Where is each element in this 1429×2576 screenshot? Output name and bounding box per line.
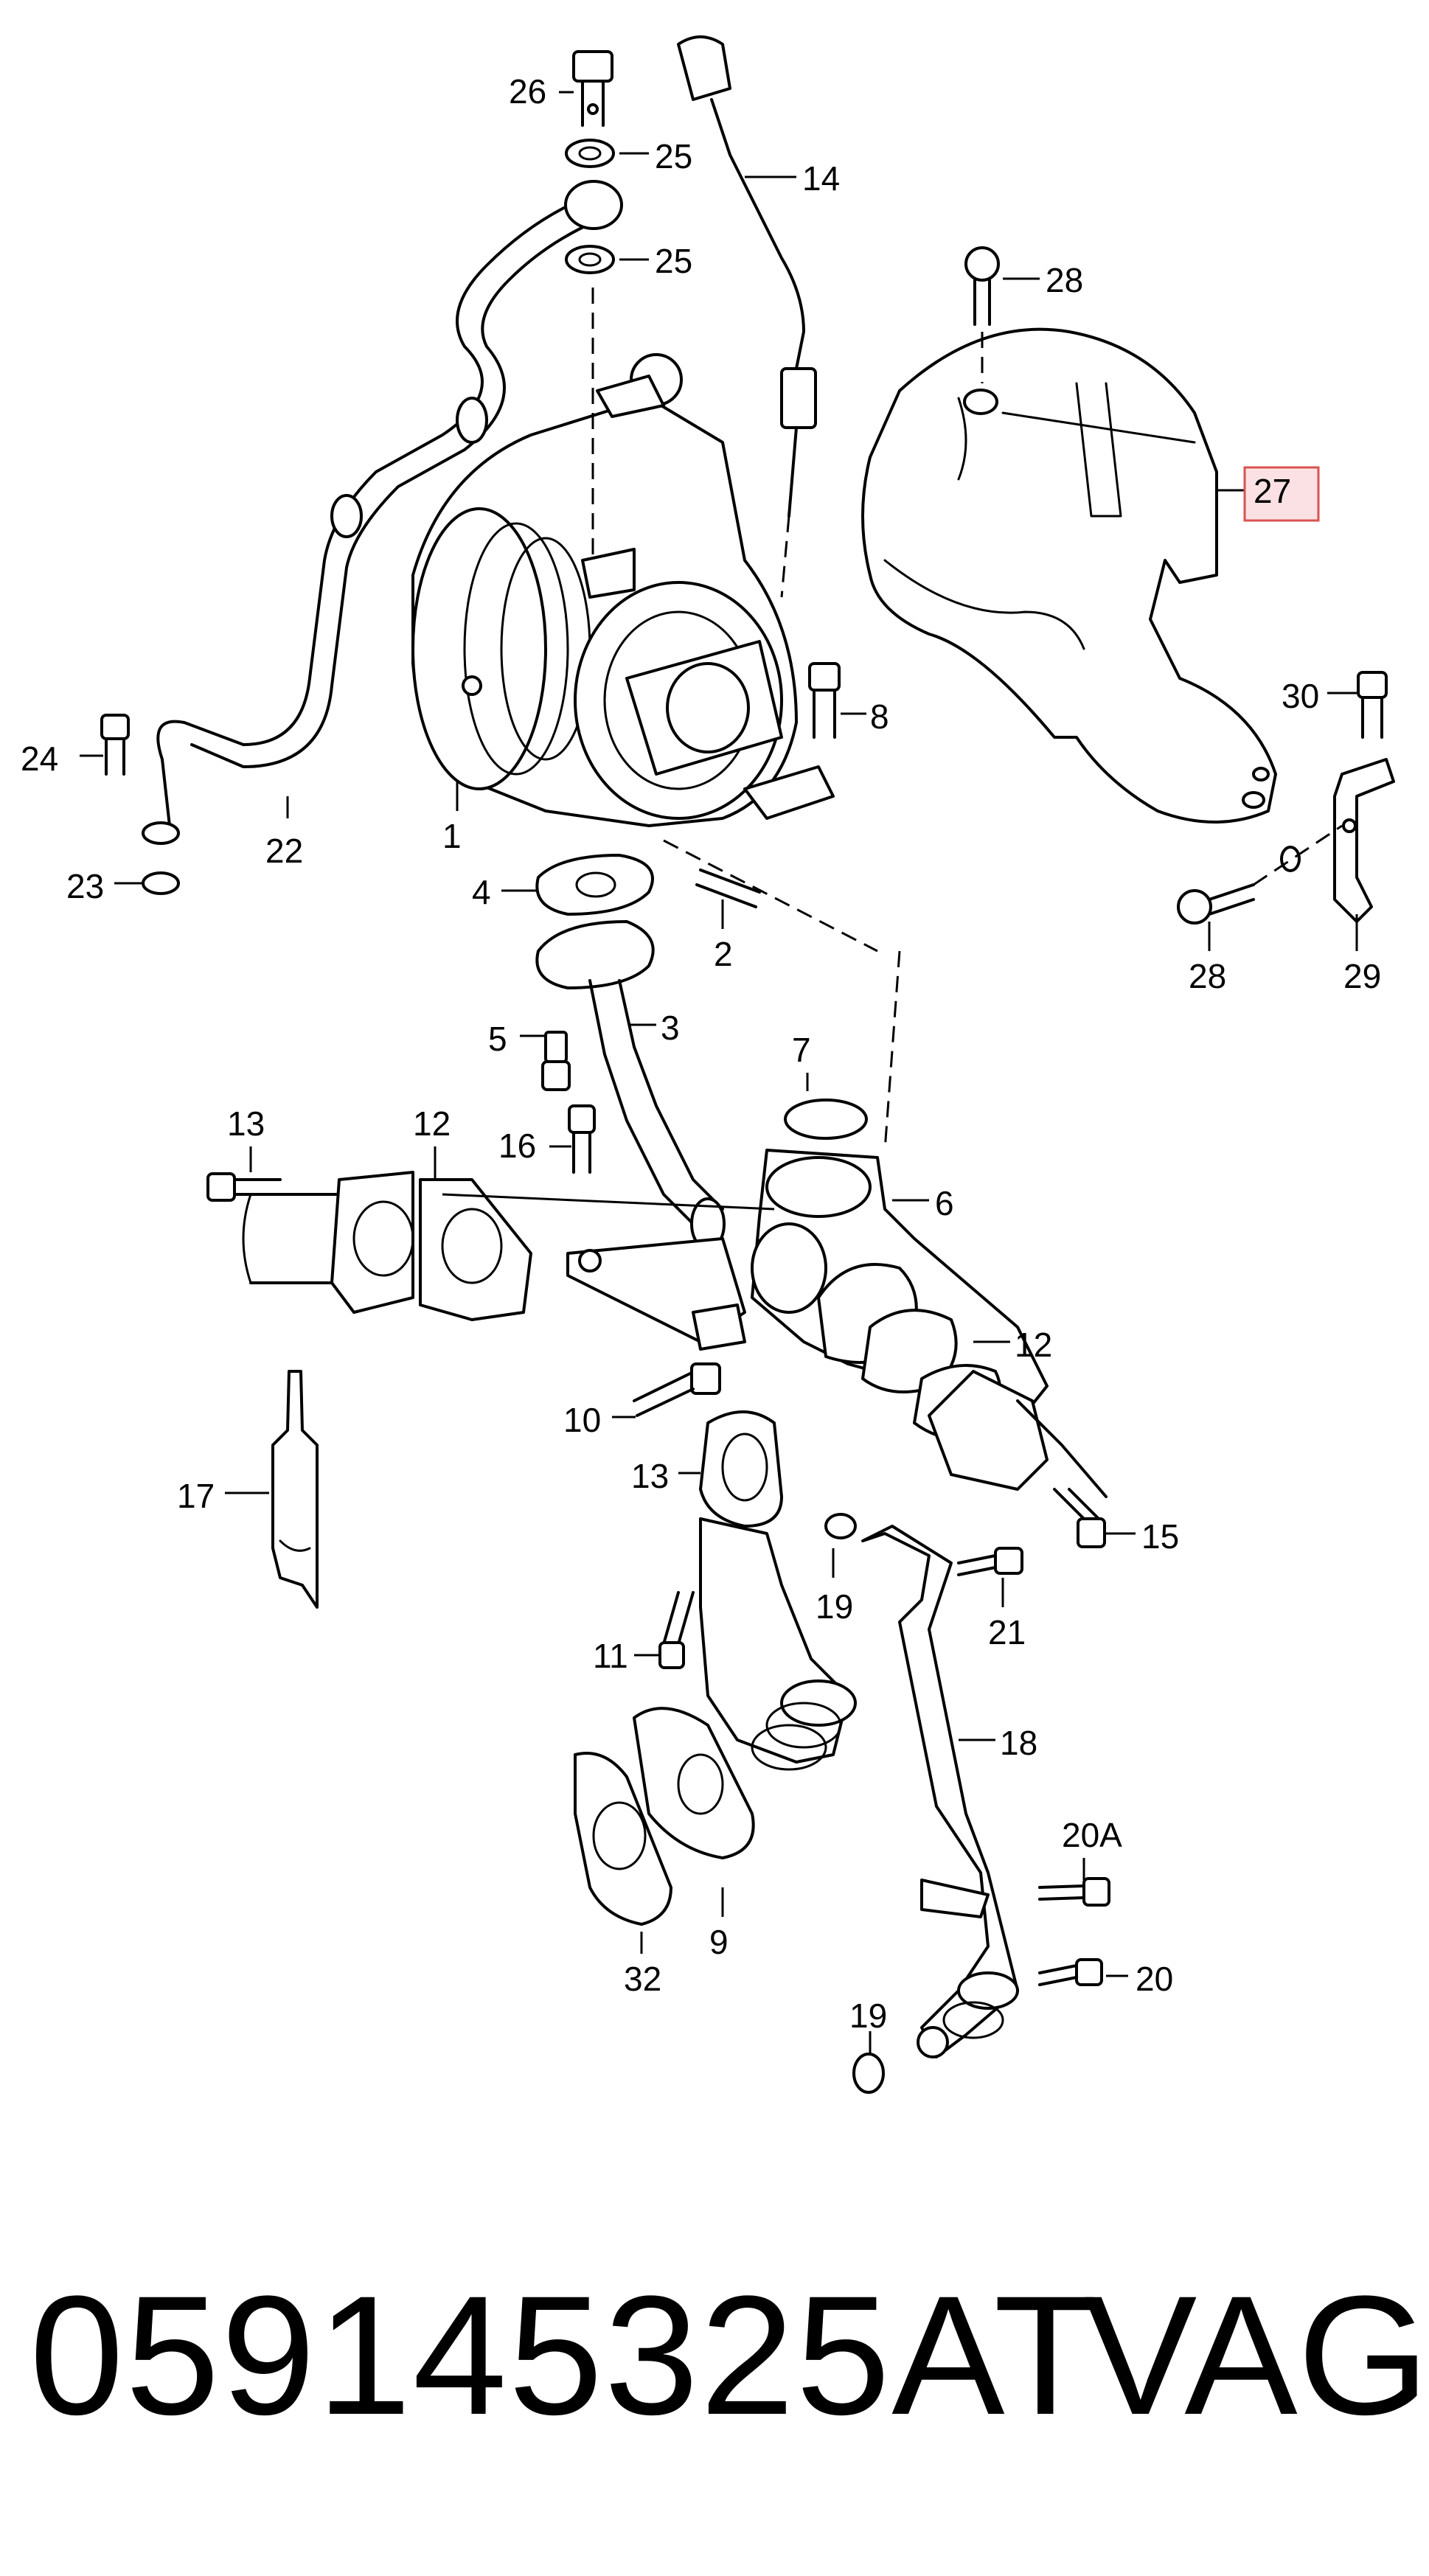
callout-28: 28: [1189, 957, 1226, 995]
sleeve-17: [271, 1370, 319, 1609]
callout-13: 13: [227, 1104, 265, 1143]
callout-14: 14: [802, 159, 840, 198]
bolt-20A: [1038, 1877, 1110, 1907]
bolt-13-left: [206, 1172, 282, 1202]
leader-lines: [80, 91, 1358, 2053]
callout-32: 32: [624, 1960, 661, 1998]
callout-7: 7: [792, 1031, 811, 1069]
manifold-right-section: [928, 1370, 1108, 1498]
callout-26: 26: [509, 72, 546, 111]
sealing-washers: [565, 139, 615, 274]
callout-20A: 20A: [1062, 1816, 1122, 1854]
bolt-21: [957, 1547, 1023, 1576]
callout-6: 6: [935, 1184, 954, 1222]
callout-22: 22: [265, 832, 303, 870]
callout-27: 27: [1254, 472, 1291, 510]
bolt-15: [633, 1362, 721, 1417]
callout-19: 19: [816, 1587, 853, 1626]
banjo-bolt: [572, 50, 613, 127]
callout-12: 12: [1015, 1326, 1052, 1364]
callout-labels: 26 25 25 14 28 27 24 8 30 1 22 23 4 2 28 29 5 3 7 13 12 16 6 12…: [21, 72, 1381, 2035]
callout-12: 12: [413, 1104, 451, 1143]
bolt-11: [658, 1591, 695, 1669]
callout-23: 23: [66, 867, 104, 905]
exhaust-temp-sensor: [677, 35, 817, 518]
bolt-20: [1038, 1958, 1103, 1986]
manifold-left-section: [242, 1171, 532, 1321]
callout-28: 28: [1046, 261, 1083, 299]
bolt-28-bottom: [1177, 883, 1255, 925]
gasket-32: [574, 1752, 672, 1926]
callout-4: 4: [472, 873, 491, 911]
spacer: [1280, 846, 1301, 872]
callout-highlight: [1243, 466, 1320, 522]
washer-23: [142, 871, 180, 895]
heat-shield: [861, 327, 1277, 824]
gasket-7: [784, 1099, 868, 1140]
bolt-28-top: [964, 246, 1000, 326]
callout-21: 21: [988, 1613, 1026, 1651]
callout-10: 10: [563, 1401, 601, 1439]
part-number: 059145325AT: [29, 2260, 1099, 2450]
callout-1: 1: [442, 817, 462, 855]
bolt-13-right: [1053, 1488, 1106, 1548]
callout-8: 8: [870, 697, 889, 736]
callout-11: 11: [593, 1637, 628, 1675]
seal-19-bottom: [852, 2053, 885, 2094]
callout-15: 15: [1141, 1517, 1179, 1556]
oil-feed-line: [142, 180, 623, 845]
callout-17: 17: [177, 1477, 215, 1515]
brand-label: VAG: [1084, 2260, 1429, 2450]
bolt-8: [808, 662, 841, 739]
callout-2: 2: [714, 935, 733, 973]
egr-cooler-pipe-18: [861, 1525, 1019, 2058]
gasket-10: [699, 1410, 783, 1528]
callout-25: 25: [655, 242, 692, 280]
bolt-24: [100, 714, 130, 776]
callout-25: 25: [655, 137, 692, 175]
callout-5: 5: [488, 1020, 507, 1058]
bolt-5: [541, 1031, 571, 1091]
callout-19: 19: [849, 1997, 887, 2035]
callout-18: 18: [1000, 1724, 1037, 1762]
callout-30: 30: [1282, 677, 1319, 715]
turbocharger: [411, 353, 835, 827]
callout-29: 29: [1343, 957, 1381, 995]
oil-return-pipe: [535, 920, 726, 1250]
bracket-29: [1333, 758, 1395, 923]
callout-13: 13: [631, 1457, 669, 1495]
callout-9: 9: [709, 1923, 729, 1961]
stud-2: [695, 868, 761, 908]
bolt-16: [568, 1104, 596, 1174]
gasket-4: [535, 854, 654, 916]
callout-16: 16: [498, 1127, 536, 1165]
pipe-9: [633, 1517, 857, 1859]
callout-20: 20: [1136, 1960, 1173, 1998]
callout-3: 3: [661, 1009, 680, 1047]
callout-24: 24: [21, 739, 58, 778]
seal-19-top: [824, 1513, 857, 1539]
bolt-30: [1357, 671, 1388, 739]
